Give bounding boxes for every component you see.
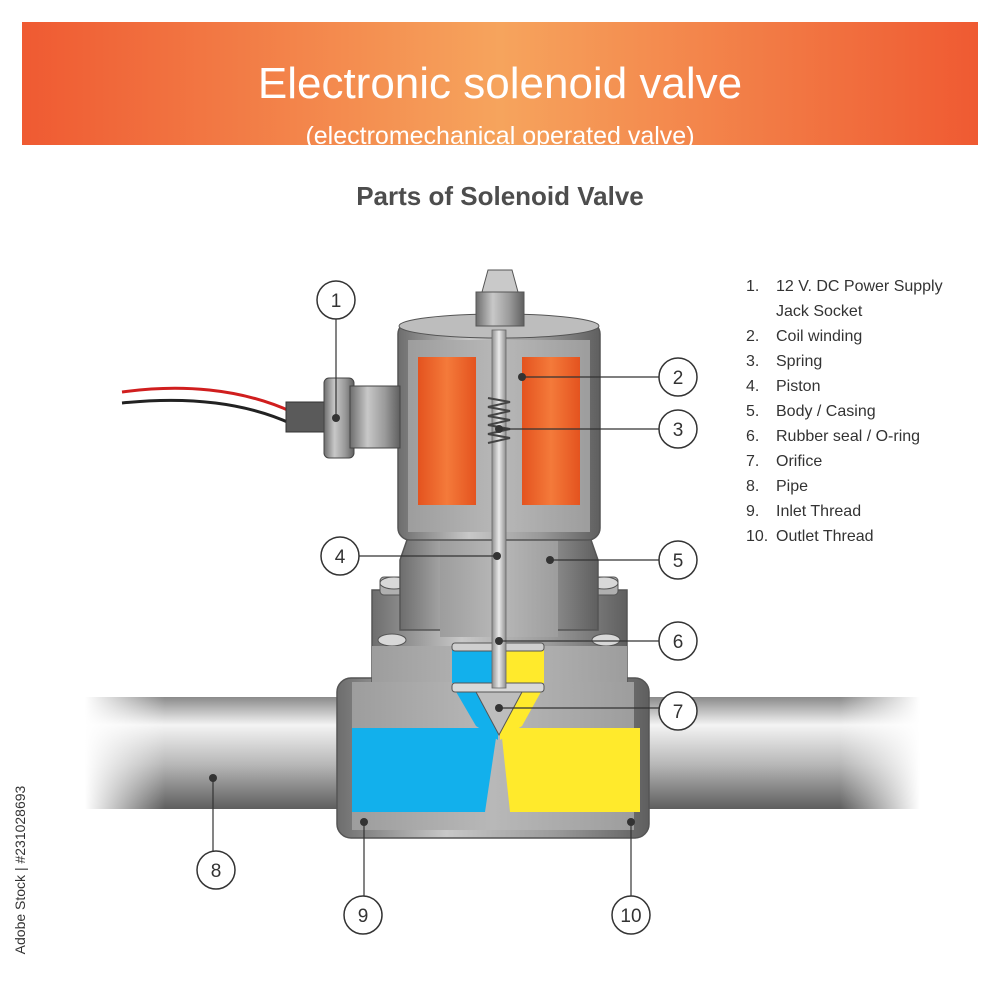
- piston: [487, 329, 511, 689]
- legend-item: Jack Socket: [776, 303, 863, 320]
- svg-text:10: 10: [620, 906, 641, 927]
- legend-item: 7.Orifice: [746, 453, 823, 470]
- callout-3: 3: [658, 409, 698, 449]
- jack-socket: [121, 377, 401, 459]
- legend-item: 8.Pipe: [746, 478, 809, 495]
- svg-text:8: 8: [211, 861, 222, 882]
- callout-5: 5: [658, 540, 698, 580]
- svg-text:4: 4: [335, 547, 346, 568]
- svg-text:9: 9: [358, 906, 369, 927]
- legend-item: 5.Body / Casing: [746, 403, 876, 420]
- leader-lines: [212, 318, 659, 896]
- svg-text:3: 3: [673, 420, 684, 441]
- fluid-chambers: [352, 648, 640, 812]
- svg-text:5: 5: [673, 551, 684, 572]
- leader-dots: [209, 373, 635, 826]
- legend-item: 1.12 V. DC Power Supply: [746, 278, 943, 295]
- legend-item: 3.Spring: [746, 353, 823, 370]
- coil-winding-right: [522, 357, 580, 505]
- callout-4: 4: [320, 536, 360, 576]
- callout-1: 1: [316, 280, 356, 320]
- callouts: 1 2 3 4 5 6 7 8 9 10: [196, 280, 698, 935]
- callout-9: 9: [343, 895, 383, 935]
- page-title: Electronic solenoid valve: [257, 59, 743, 108]
- stock-credit: Adobe Stock | #231028693: [12, 785, 28, 955]
- svg-text:2: 2: [673, 368, 684, 389]
- svg-text:7: 7: [673, 702, 684, 723]
- page-subtitle: (electromechanical operated valve): [305, 122, 695, 150]
- legend-item: 6.Rubber seal / O-ring: [746, 428, 921, 445]
- legend-item: 10.Outlet Thread: [746, 528, 874, 545]
- top-nut: [475, 269, 525, 327]
- spring: [487, 397, 511, 444]
- svg-text:1: 1: [331, 291, 342, 312]
- parts-legend: 1.12 V. DC Power Supply Jack Socket 2.Co…: [746, 274, 943, 549]
- title-banner: Electronic solenoid valve (electromechan…: [22, 22, 978, 149]
- legend-item: 9.Inlet Thread: [746, 503, 862, 520]
- callout-8: 8: [196, 850, 236, 890]
- coil-winding-left: [418, 357, 476, 505]
- legend-item: 4.Piston: [746, 378, 821, 395]
- callout-2: 2: [658, 357, 698, 397]
- svg-text:6: 6: [673, 632, 684, 653]
- callout-7: 7: [658, 691, 698, 731]
- diagram-heading: Parts of Solenoid Valve: [356, 181, 644, 211]
- callout-6: 6: [658, 621, 698, 661]
- legend-item: 2.Coil winding: [746, 328, 863, 345]
- callout-10: 10: [611, 895, 651, 935]
